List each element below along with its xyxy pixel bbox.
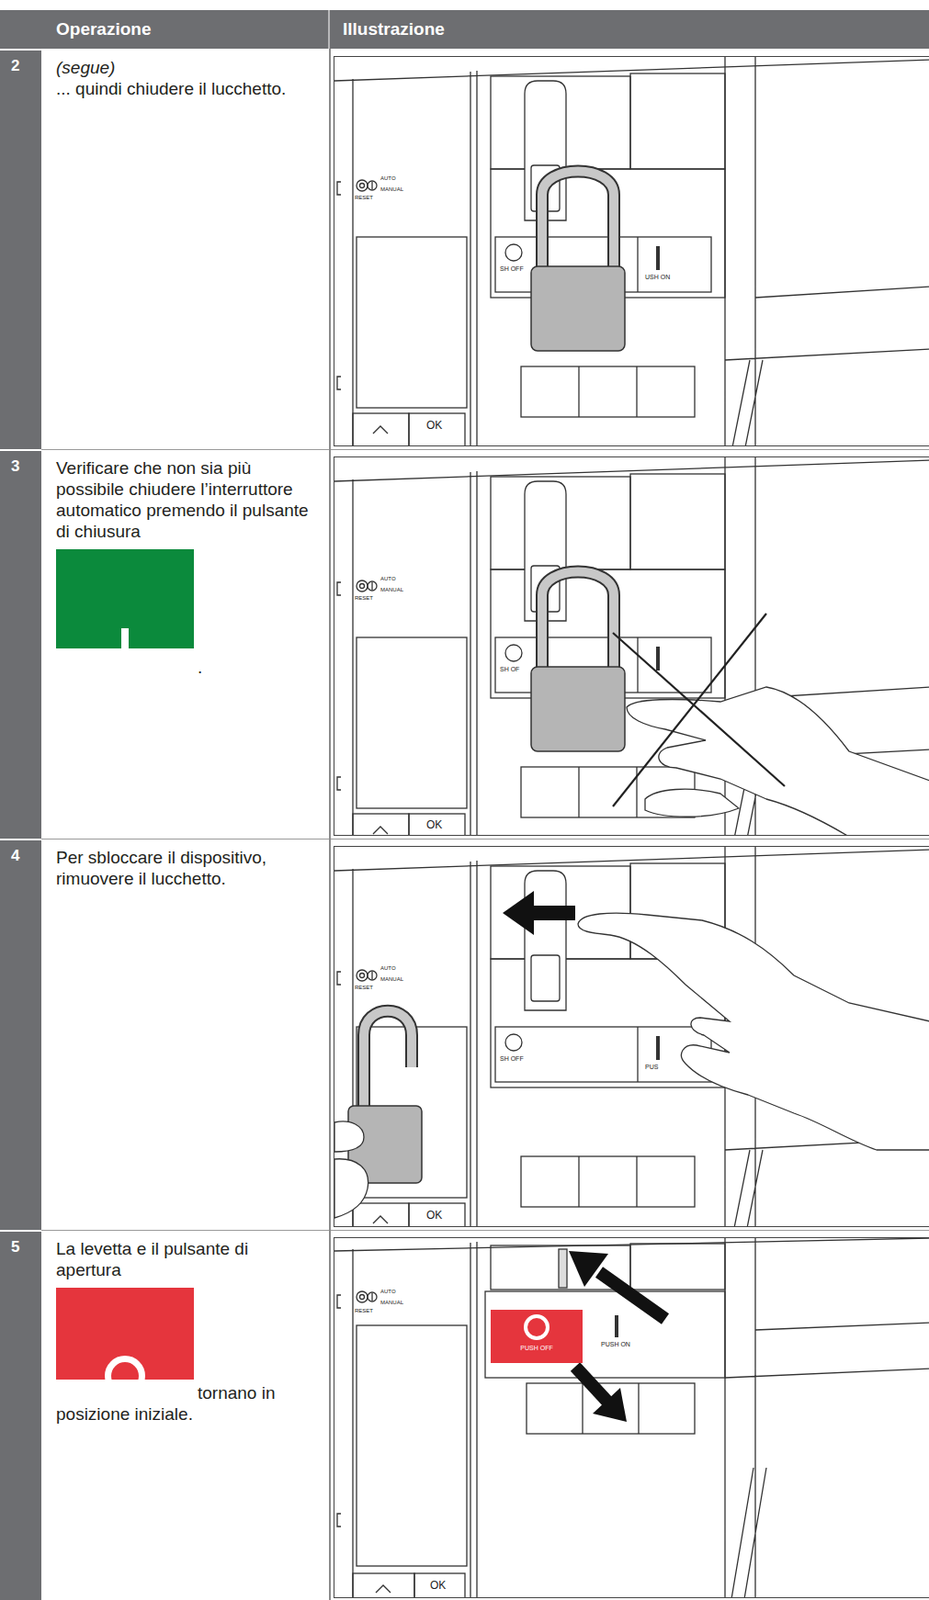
button-label: SH OFF bbox=[499, 265, 524, 273]
column-header: Illustrazione bbox=[342, 19, 445, 40]
operation-text: ... quindi chiudere il lucchetto. bbox=[56, 78, 318, 100]
padlock bbox=[531, 572, 625, 753]
reset-knob bbox=[356, 1291, 368, 1303]
column-rule bbox=[328, 48, 331, 1600]
shackle bbox=[363, 1011, 412, 1114]
switch-label: AUTO bbox=[380, 576, 397, 583]
header-divider bbox=[328, 10, 330, 49]
switch-label: AUTO bbox=[380, 965, 397, 973]
display-strip bbox=[526, 1383, 695, 1435]
switch-label: MANUAL bbox=[380, 976, 404, 984]
switch-label: RESET bbox=[354, 1308, 374, 1315]
button-label: PUSH ON bbox=[600, 1341, 631, 1349]
cross-mark bbox=[612, 613, 785, 807]
button-label: SH OFF bbox=[499, 1055, 524, 1064]
module-edge bbox=[352, 1242, 477, 1599]
row-rule bbox=[41, 1230, 929, 1232]
button-label: USH ON bbox=[645, 273, 670, 282]
illustration bbox=[334, 1238, 929, 1599]
button-label: PUS bbox=[645, 1064, 658, 1072]
operation-text: tornano in posizione iniziale. bbox=[56, 1383, 276, 1425]
hand bbox=[334, 1121, 369, 1219]
text-cell: La levetta e il pulsante di aperturaPUSH… bbox=[56, 1238, 318, 1426]
module-cover bbox=[356, 1325, 467, 1567]
reset-knob bbox=[360, 1295, 365, 1301]
up-symbol bbox=[375, 1586, 391, 1594]
outline bbox=[334, 1238, 929, 1252]
operation-text: Per sbloccare il dispositivo, rimuovere … bbox=[56, 847, 318, 890]
number-cell bbox=[0, 451, 42, 839]
button-label: PUSH OFF bbox=[56, 1387, 194, 1405]
illustration bbox=[334, 56, 929, 447]
key bbox=[352, 1574, 415, 1599]
key bbox=[414, 1574, 465, 1599]
notch bbox=[337, 1295, 341, 1528]
number-cell bbox=[0, 50, 42, 450]
illustration-panel: AUTO MANUAL RESET PUSH ON OK PUSH OFF bbox=[333, 1237, 929, 1599]
illustration-panel: AUTO MANUAL RESET SH OFF USH ON OK bbox=[333, 56, 929, 447]
row-rule bbox=[41, 838, 929, 840]
breaker-front bbox=[334, 457, 929, 837]
motion-arrow bbox=[592, 1388, 627, 1423]
button-label: SH OF bbox=[499, 666, 520, 674]
mode-knob bbox=[367, 1292, 377, 1303]
push-button: PUSH OFF bbox=[56, 1288, 194, 1381]
shackle bbox=[363, 1011, 412, 1114]
motion-arrow bbox=[532, 906, 576, 921]
motion-arrow bbox=[599, 1272, 666, 1320]
motion-arrow bbox=[568, 1251, 609, 1288]
button-label: PUSH OFF bbox=[490, 1344, 583, 1354]
number-cell bbox=[0, 1232, 42, 1600]
switch-label: MANUAL bbox=[380, 1300, 404, 1307]
illustration bbox=[334, 847, 929, 1228]
key-label: OK bbox=[426, 1210, 442, 1223]
operation-text: Verificare che non sia più possibile chi… bbox=[56, 457, 318, 543]
row-rule bbox=[41, 449, 929, 451]
breaker-front bbox=[334, 847, 929, 1228]
button-label: PUSH ON bbox=[56, 661, 194, 679]
column-header: Operazione bbox=[56, 19, 151, 40]
breaker-front bbox=[334, 56, 929, 447]
padlock bbox=[531, 171, 625, 352]
on-symbol bbox=[614, 1315, 619, 1338]
operation-text: . bbox=[197, 657, 203, 678]
mode-knob bbox=[371, 1293, 373, 1302]
push-button: PUSH OFF bbox=[490, 1310, 583, 1364]
button-symbol bbox=[523, 1314, 550, 1341]
text-cell: Verificare che non sia più possibile chi… bbox=[56, 457, 318, 679]
hand bbox=[626, 687, 929, 837]
housing-edge bbox=[725, 1238, 929, 1599]
key-label: OK bbox=[430, 1580, 446, 1593]
illustration-panel: AUTO MANUAL RESET SH OFF PUS OK bbox=[333, 846, 929, 1228]
push-button: PUSH ON bbox=[56, 549, 194, 649]
switch-label: RESET bbox=[354, 595, 374, 602]
switch-label: RESET bbox=[354, 985, 374, 992]
step-number: 3 bbox=[11, 457, 20, 476]
illustration-panel: AUTO MANUAL RESET SH OF OK bbox=[333, 456, 929, 837]
illustration bbox=[334, 457, 929, 837]
motion-arrow bbox=[502, 891, 534, 936]
step-number: 4 bbox=[11, 847, 20, 866]
hand bbox=[577, 913, 929, 1151]
number-cell bbox=[0, 840, 42, 1231]
operation-text: (segue) bbox=[56, 56, 318, 79]
text-cell: (segue)... quindi chiudere il lucchetto. bbox=[56, 56, 318, 100]
switch-label: RESET bbox=[354, 194, 374, 202]
switch-label: MANUAL bbox=[380, 587, 404, 594]
lock-lever bbox=[558, 1249, 567, 1289]
key-label: OK bbox=[426, 419, 442, 432]
step-number: 5 bbox=[11, 1238, 20, 1258]
switch-label: MANUAL bbox=[380, 186, 404, 193]
step-number: 2 bbox=[11, 56, 20, 76]
motion-arrow bbox=[575, 1367, 609, 1404]
switch-label: AUTO bbox=[380, 175, 397, 182]
window bbox=[630, 1244, 726, 1291]
thumb bbox=[645, 789, 739, 817]
text-cell: Per sbloccare il dispositivo, rimuovere … bbox=[56, 847, 318, 890]
switch-label: AUTO bbox=[380, 1289, 397, 1296]
button-panel bbox=[485, 1291, 726, 1379]
key-label: OK bbox=[426, 819, 442, 832]
operation-text: La levetta e il pulsante di apertura bbox=[56, 1238, 318, 1281]
